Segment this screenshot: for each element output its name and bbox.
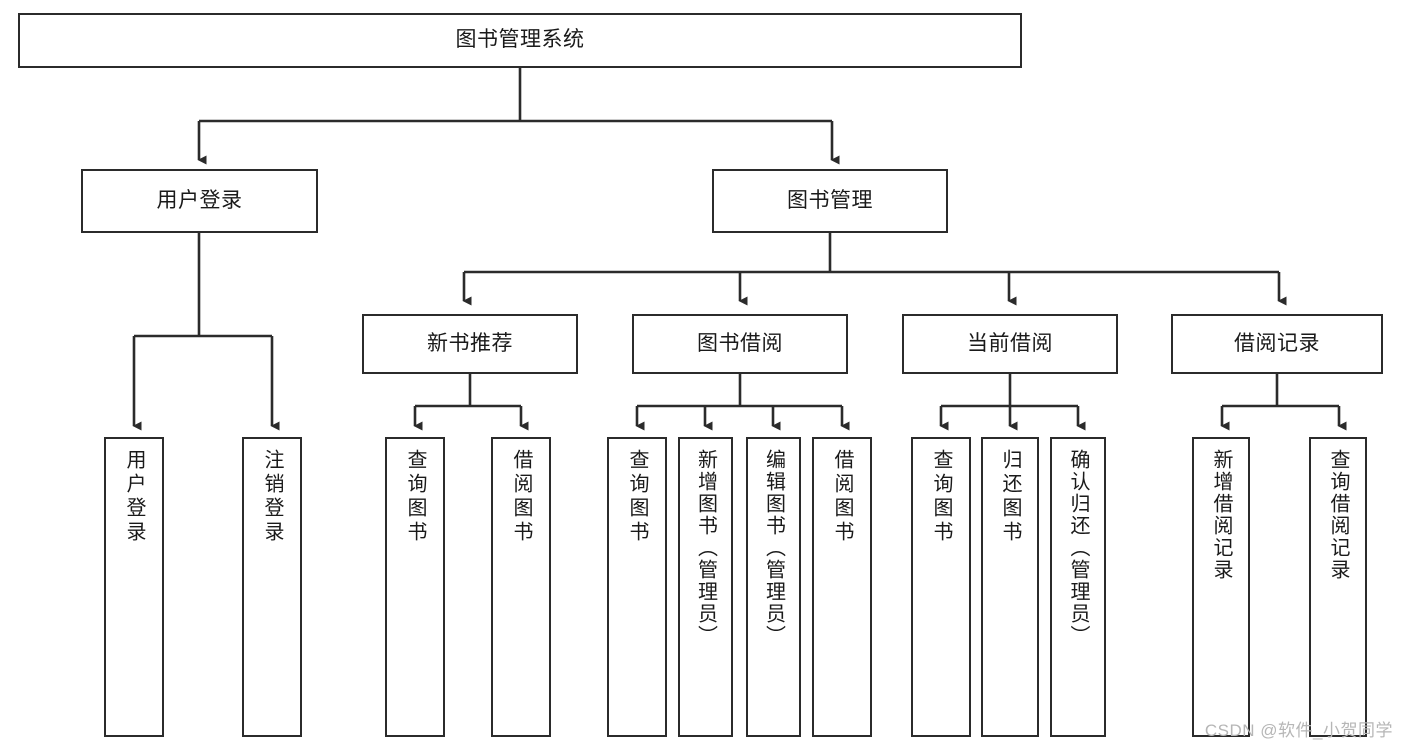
node-root-label: 图书管理系统 [455,28,585,52]
node-user-login-label: 用户登录 [156,188,243,212]
node-leaf-return-book-label: 归还图书 [999,449,1021,545]
node-leaf-query-record-label: 查询借阅记录 [1327,449,1349,581]
node-leaf-user-login-label: 用户登录 [123,449,145,545]
node-leaf-add-record[interactable]: 新增借阅记录 [1192,437,1250,737]
node-leaf-confirm-return-label: 确认归还（管理员） [1067,449,1089,647]
node-current-borrow-label: 当前借阅 [967,331,1053,355]
node-user-login[interactable]: 用户登录 [81,169,318,233]
node-leaf-add-book[interactable]: 新增图书（管理员） [678,437,733,737]
node-leaf-user-logout[interactable]: 注销登录 [242,437,302,737]
node-leaf-return-book[interactable]: 归还图书 [981,437,1039,737]
node-leaf-edit-book-label: 编辑图书（管理员） [762,449,785,647]
node-leaf-confirm-return[interactable]: 确认归还（管理员） [1050,437,1106,737]
node-book-manage-label: 图书管理 [787,188,873,212]
node-leaf-query-record[interactable]: 查询借阅记录 [1309,437,1367,737]
node-leaf-add-record-label: 新增借阅记录 [1210,449,1232,581]
node-leaf-query-book-1[interactable]: 查询图书 [385,437,445,737]
node-leaf-query-book-3[interactable]: 查询图书 [911,437,971,737]
node-leaf-add-book-label: 新增图书（管理员） [694,449,717,647]
node-leaf-borrow-book-1[interactable]: 借阅图书 [491,437,551,737]
node-leaf-borrow-book-1-label: 借阅图书 [510,449,532,545]
node-root[interactable]: 图书管理系统 [18,13,1022,68]
node-leaf-query-book-1-label: 查询图书 [404,449,426,545]
csdn-watermark: CSDN @软件_小贺同学 [1204,721,1393,740]
node-book-manage[interactable]: 图书管理 [712,169,948,233]
node-leaf-query-book-2[interactable]: 查询图书 [607,437,667,737]
node-current-borrow[interactable]: 当前借阅 [902,314,1118,374]
node-leaf-edit-book[interactable]: 编辑图书（管理员） [746,437,801,737]
node-book-borrow-label: 图书借阅 [697,331,783,355]
node-new-book-recommend-label: 新书推荐 [427,331,513,355]
node-new-book-recommend[interactable]: 新书推荐 [362,314,578,374]
node-borrow-record[interactable]: 借阅记录 [1171,314,1383,374]
node-leaf-borrow-book-2-label: 借阅图书 [831,449,853,545]
node-leaf-borrow-book-2[interactable]: 借阅图书 [812,437,872,737]
node-leaf-query-book-2-label: 查询图书 [626,449,648,545]
node-borrow-record-label: 借阅记录 [1234,331,1320,355]
node-leaf-user-logout-label: 注销登录 [261,449,283,545]
node-leaf-user-login[interactable]: 用户登录 [104,437,164,737]
node-leaf-query-book-3-label: 查询图书 [930,449,952,545]
node-book-borrow[interactable]: 图书借阅 [632,314,848,374]
